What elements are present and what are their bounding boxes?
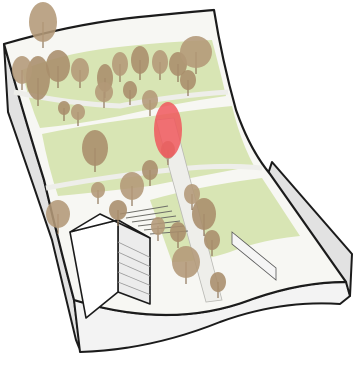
tree-canopy bbox=[152, 50, 168, 74]
tree-canopy bbox=[91, 182, 105, 198]
tree-canopy bbox=[120, 172, 144, 200]
highlighted-tree-icon bbox=[154, 102, 182, 158]
tree-canopy bbox=[58, 101, 70, 115]
tree-canopy bbox=[71, 58, 89, 82]
tree-canopy bbox=[95, 82, 113, 102]
tree-canopy bbox=[29, 2, 57, 42]
tree-canopy bbox=[112, 52, 128, 76]
tree-canopy bbox=[46, 200, 70, 228]
tree-canopy bbox=[12, 56, 32, 84]
tree-canopy bbox=[142, 90, 158, 110]
tree-canopy bbox=[210, 272, 226, 292]
tree-canopy bbox=[180, 70, 196, 90]
tree-canopy bbox=[109, 200, 127, 220]
tree-canopy bbox=[151, 217, 165, 235]
tree-canopy bbox=[71, 104, 85, 120]
tree-canopy bbox=[172, 246, 200, 278]
tree-canopy bbox=[131, 46, 149, 74]
tree-canopy bbox=[142, 160, 158, 180]
tree-canopy bbox=[82, 130, 108, 166]
highlighted-tree-canopy bbox=[154, 102, 182, 158]
tree-canopy bbox=[184, 184, 200, 204]
tree-canopy bbox=[46, 50, 70, 82]
tree-canopy bbox=[204, 230, 220, 250]
tree-canopy bbox=[170, 222, 186, 242]
highlighted-tree-group bbox=[154, 102, 182, 158]
tree-canopy bbox=[123, 81, 137, 99]
tree-canopy bbox=[180, 36, 212, 68]
